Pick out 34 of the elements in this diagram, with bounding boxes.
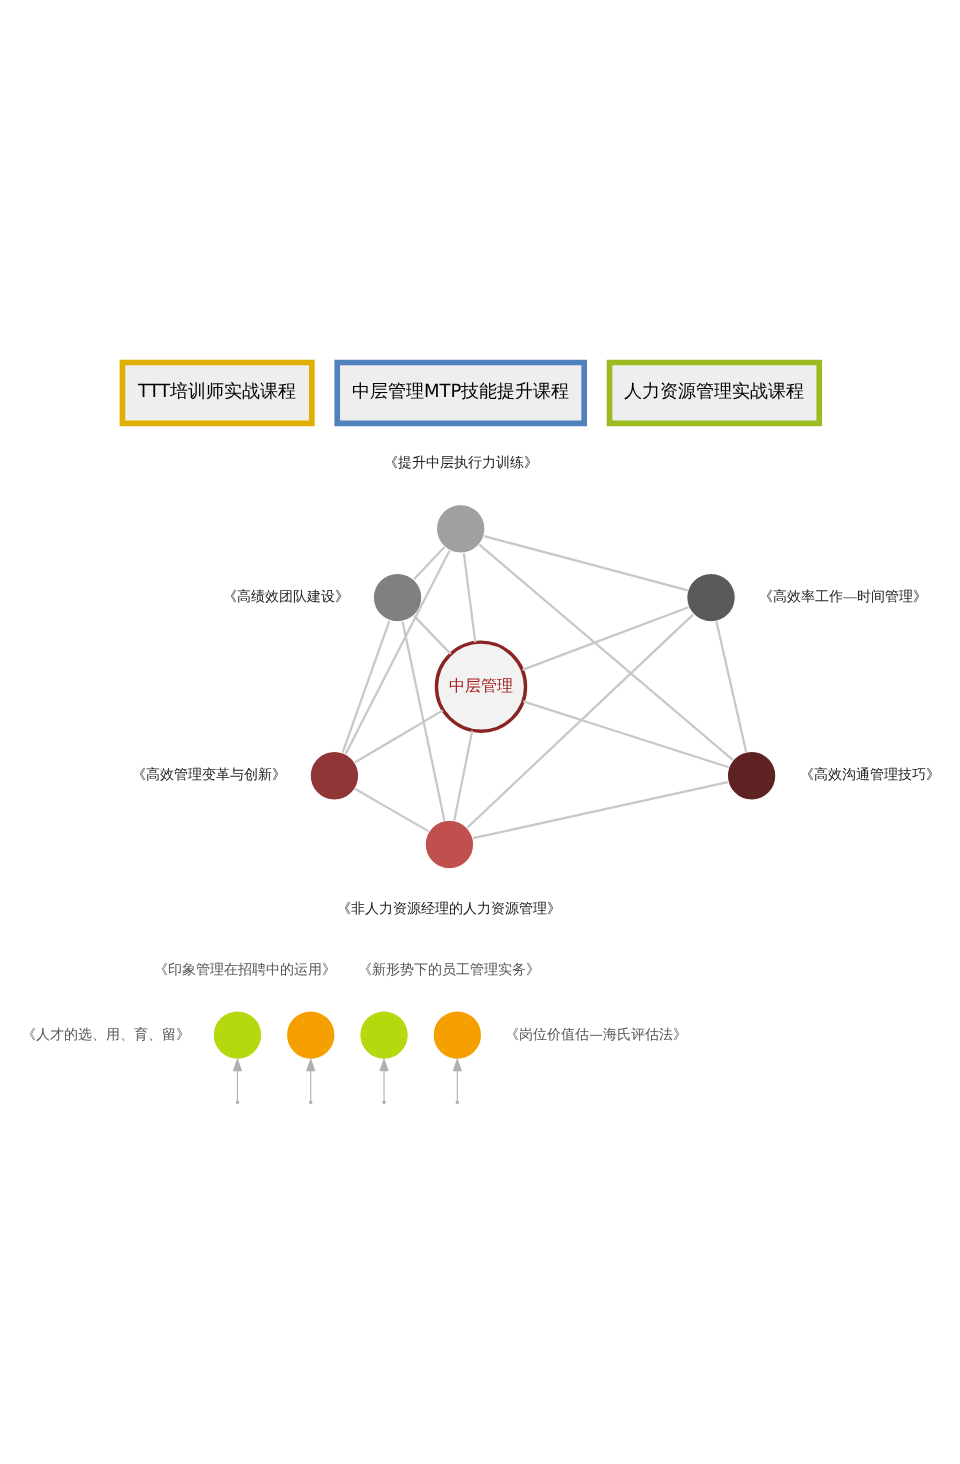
arrow <box>451 1056 462 1101</box>
connector <box>343 549 450 754</box>
connector <box>412 545 445 579</box>
node-circle: 中层管理 <box>433 639 527 732</box>
node-circle <box>434 503 485 553</box>
arrow <box>378 1056 388 1101</box>
node-circle <box>371 571 422 622</box>
connector <box>465 612 693 828</box>
connector <box>452 729 473 820</box>
connector <box>461 552 476 642</box>
connector <box>471 780 728 839</box>
connector <box>521 605 688 670</box>
connector <box>482 534 687 591</box>
connector <box>714 620 747 752</box>
arrow <box>305 1056 315 1101</box>
arrow <box>231 1056 242 1101</box>
node-circle <box>725 749 776 800</box>
connector <box>412 614 451 654</box>
connector <box>521 699 729 768</box>
node-circle <box>211 1009 262 1059</box>
node-circle <box>423 818 474 869</box>
connector <box>400 620 445 820</box>
connector <box>340 619 390 752</box>
node-circle <box>284 1009 335 1059</box>
node-circle <box>685 571 735 622</box>
connector <box>477 542 733 760</box>
connector <box>353 786 429 832</box>
connector <box>353 708 443 763</box>
node-box: TTT培训师实战课程 <box>118 358 314 426</box>
node-circle <box>308 749 359 800</box>
node-circle <box>358 1009 408 1059</box>
node-box: 人力资源管理实战课程 <box>605 358 822 426</box>
node-box: 中层管理MTP技能提升课程 <box>333 358 586 426</box>
node-circle <box>431 1009 482 1059</box>
